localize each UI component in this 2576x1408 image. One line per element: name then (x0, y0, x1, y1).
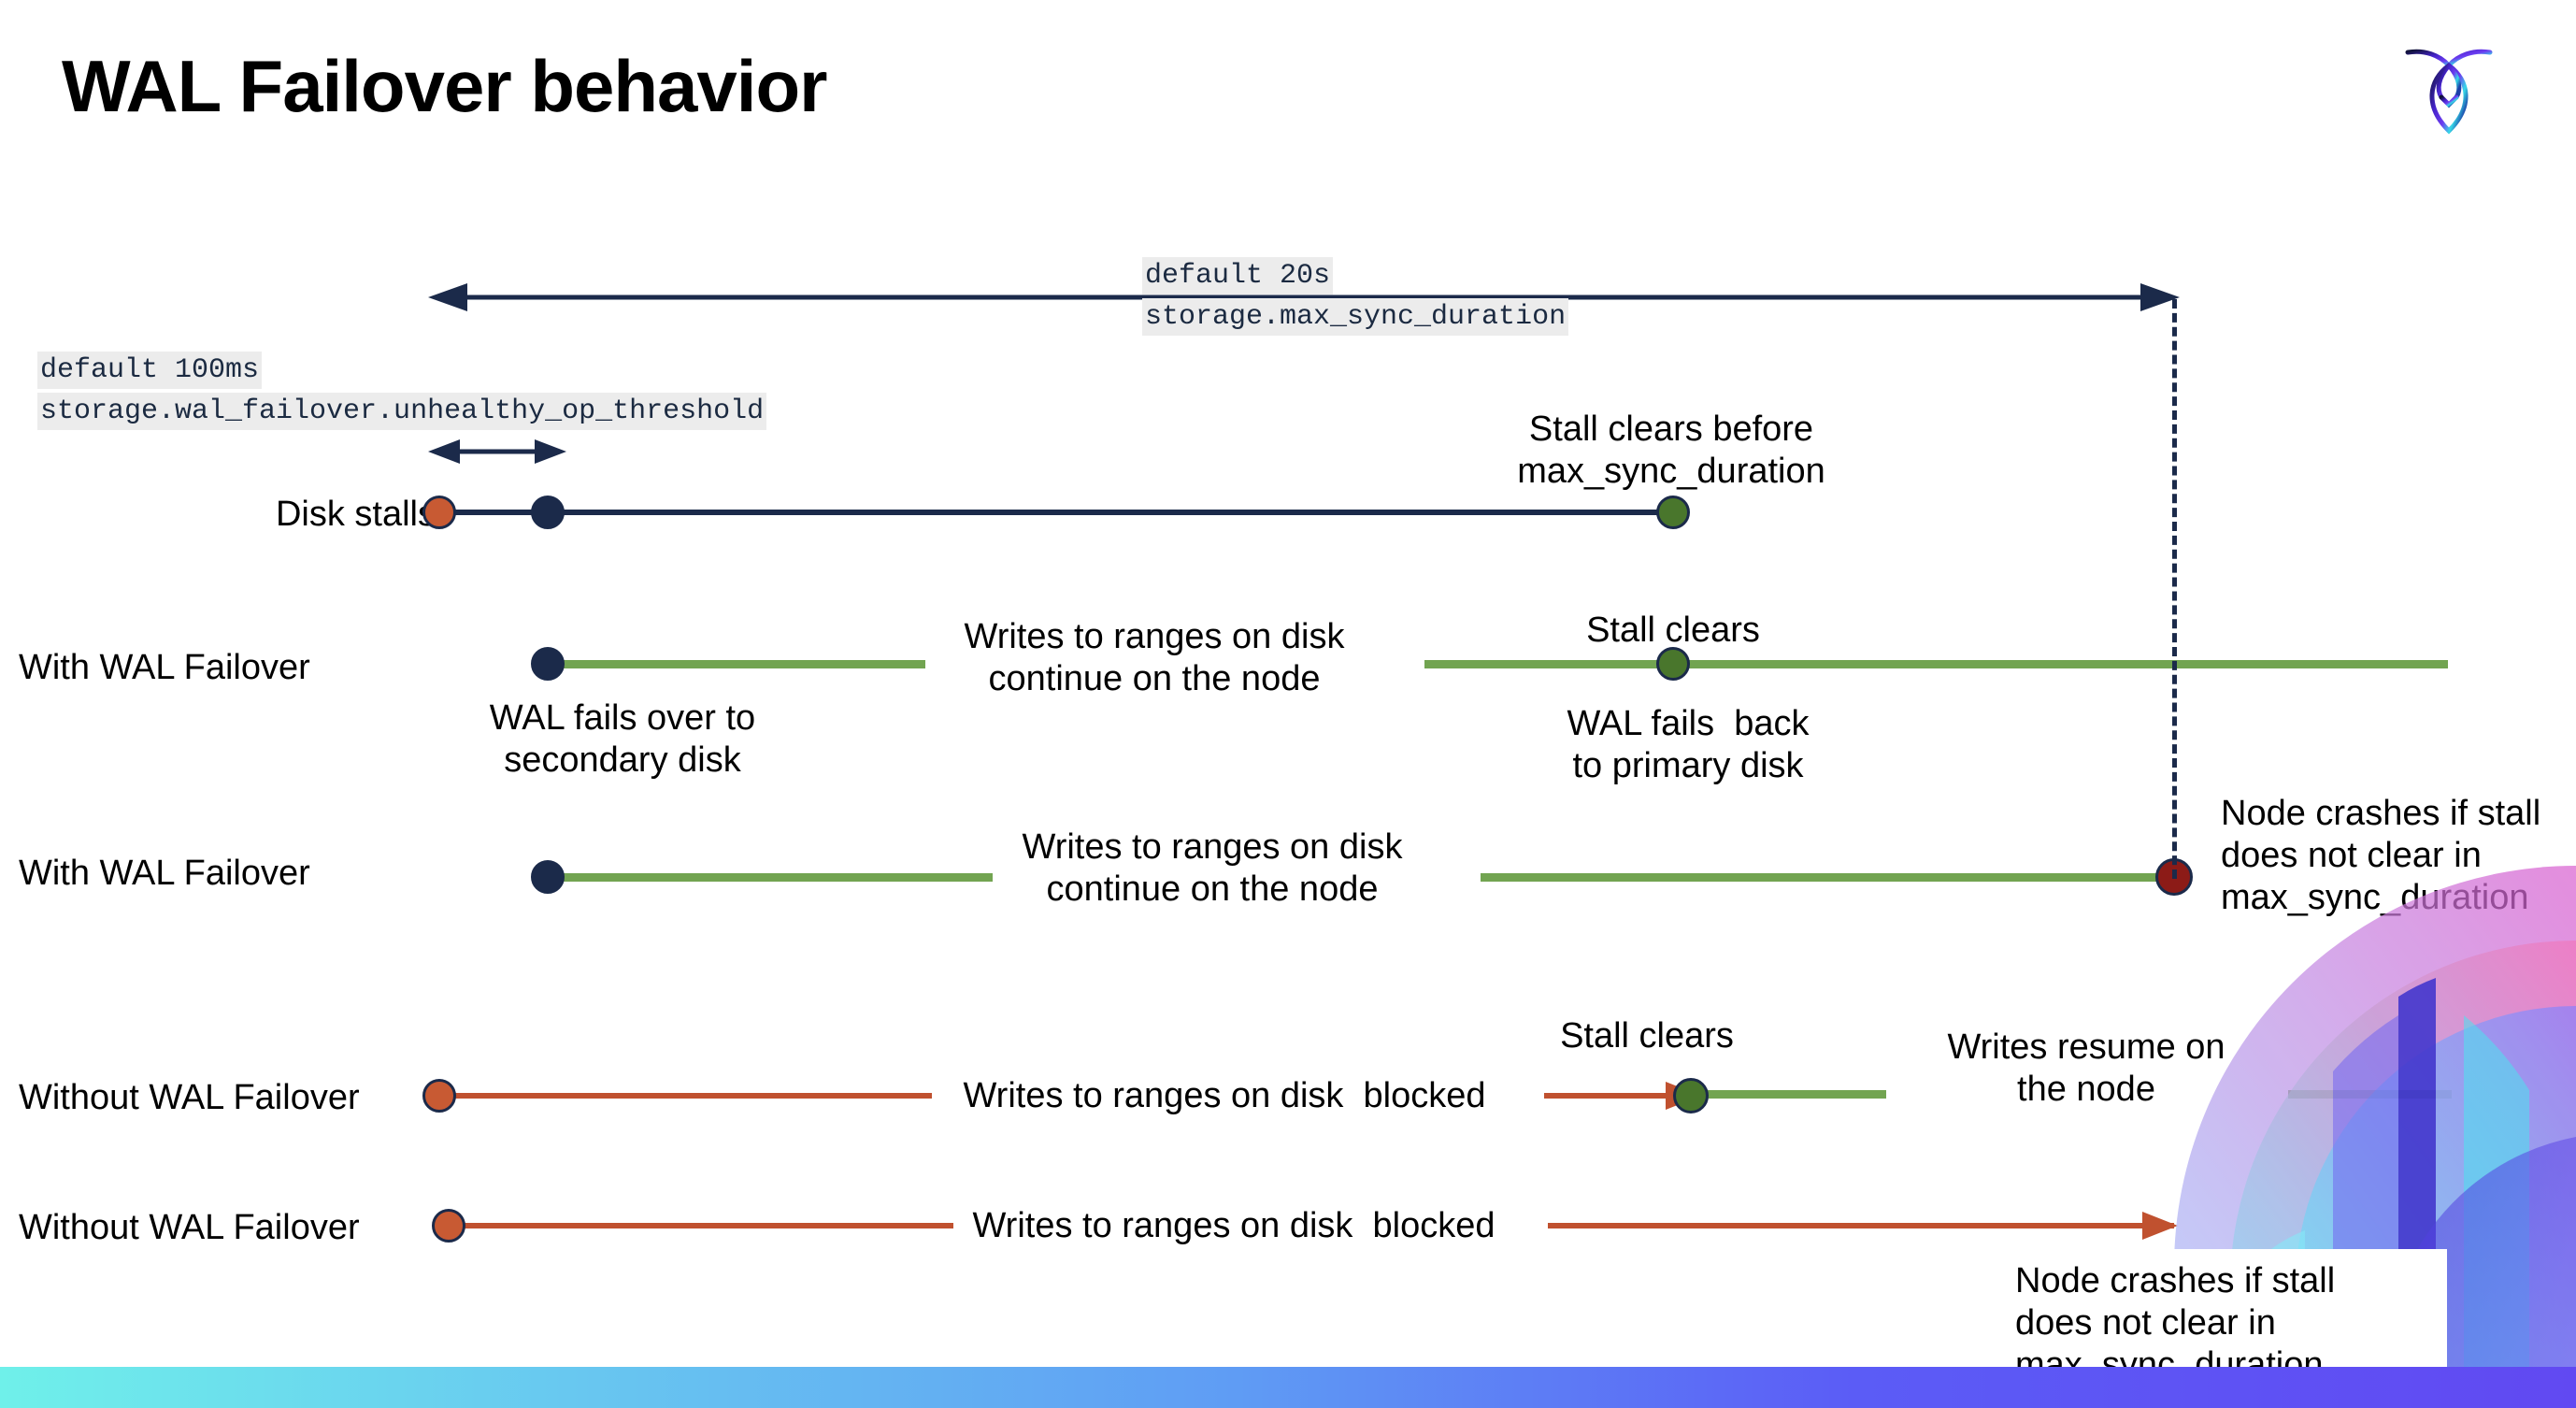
row-label-disk-stalls: Disk stalls (275, 495, 436, 534)
note-writes-continue-1: Writes to ranges on disk continue on the… (964, 617, 1345, 698)
max-sync-duration-guide-line (2172, 299, 2177, 879)
note-stall-clears-before: Stall clears before max_sync_duration (1517, 409, 1825, 491)
note-wal-fails-over: WAL fails over to secondary disk (489, 698, 756, 780)
annotation-unhealthy-op-line2: storage.wal_failover.unhealthy_op_thresh… (37, 393, 767, 431)
bottom-gradient-bar (0, 1367, 2576, 1408)
note-stall-clears-1: Stall clears (1586, 611, 1760, 650)
note-wal-fails-back: WAL fails back to primary disk (1567, 704, 1810, 785)
without-failover-1-clear-marker (1673, 1078, 1709, 1113)
without-failover-2-track-right (1548, 1223, 2174, 1228)
cockroachdb-logo (2393, 32, 2505, 153)
wal-failover-1-clear-marker (1656, 647, 1690, 681)
annotation-max-sync-line1: default 20s (1142, 257, 1334, 295)
disk-stalls-track (439, 510, 1675, 515)
page-title: WAL Failover behavior (62, 45, 827, 127)
disk-stalls-clear-marker (1656, 496, 1690, 529)
note-writes-continue-2: Writes to ranges on disk continue on the… (1022, 827, 1403, 909)
row-label-with-wal-failover-2: With WAL Failover (19, 854, 310, 893)
without-failover-2-start-marker (432, 1209, 465, 1243)
note-writes-blocked-2: Writes to ranges on disk blocked (972, 1206, 1496, 1245)
note-stall-clears-2: Stall clears (1560, 1016, 1734, 1056)
row-label-without-wal-failover-2: Without WAL Failover (19, 1208, 360, 1247)
wal-failover-1-track-right (1424, 660, 2448, 668)
note-writes-resume: Writes resume on the node (1947, 1027, 2225, 1109)
disk-stalls-start-marker (422, 496, 456, 529)
disk-stalls-failover-marker (531, 496, 565, 529)
annotation-unhealthy-op-line1: default 100ms (37, 352, 263, 390)
note-writes-blocked-1: Writes to ranges on disk blocked (963, 1076, 1486, 1115)
without-failover-1-track-left (439, 1093, 932, 1099)
row-label-without-wal-failover-1: Without WAL Failover (19, 1078, 360, 1117)
without-failover-1-track-mid (1544, 1093, 1701, 1099)
wal-failover-2-track-left (548, 873, 993, 882)
without-failover-1-start-marker (422, 1079, 456, 1113)
wal-failover-2-track-right (1481, 873, 2172, 882)
without-failover-2-track-left (449, 1223, 953, 1228)
annotation-max-sync-line2: storage.max_sync_duration (1142, 298, 1569, 337)
wal-failover-1-failover-marker (531, 647, 565, 681)
row-label-with-wal-failover-1: With WAL Failover (19, 648, 310, 687)
without-failover-1-track-green (1703, 1090, 1886, 1099)
wal-failover-1-track-left (548, 660, 925, 668)
wal-failover-2-failover-marker (531, 860, 565, 894)
